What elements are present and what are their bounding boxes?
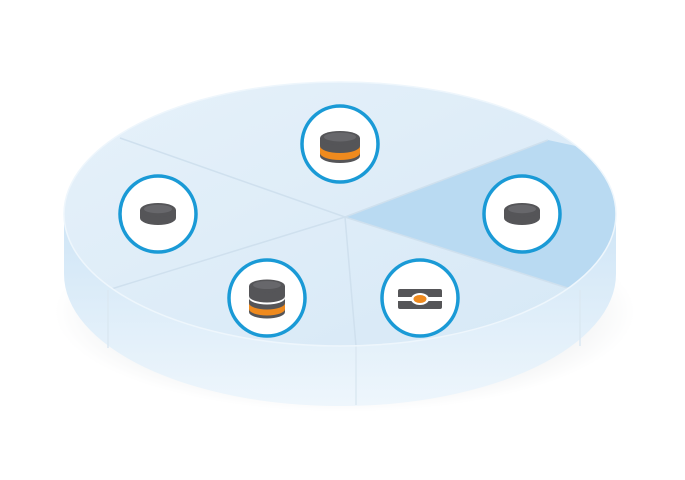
disc-top <box>64 82 616 346</box>
chip-card-icon <box>398 289 442 309</box>
left-node <box>118 174 198 254</box>
divider-top-left <box>119 137 346 218</box>
right-node <box>482 174 562 254</box>
disc-rim <box>63 81 617 347</box>
bottom-right-node <box>380 258 460 338</box>
disk-icon <box>504 203 540 225</box>
divider-top-right <box>344 139 549 218</box>
bottom-left-node <box>227 258 307 338</box>
divider-left <box>107 216 346 291</box>
divider-right <box>344 216 581 293</box>
disk-icon <box>140 203 176 225</box>
disc-side <box>64 214 616 406</box>
top-node <box>300 104 380 184</box>
database-three-layer-orange-icon <box>249 279 285 319</box>
divider-bottom <box>344 216 357 346</box>
database-two-layer-orange-icon <box>320 131 360 163</box>
